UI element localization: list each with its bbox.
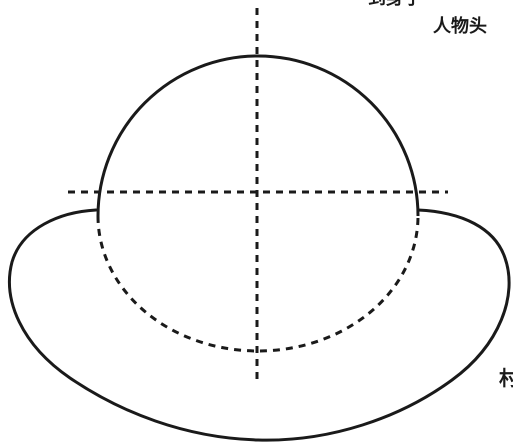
- caption-top-cropped: 到身子: [368, 0, 422, 8]
- caption-side-cropped: 村: [499, 368, 513, 388]
- caption-second-line: 人物头: [433, 18, 487, 36]
- body-outline: [9, 210, 509, 440]
